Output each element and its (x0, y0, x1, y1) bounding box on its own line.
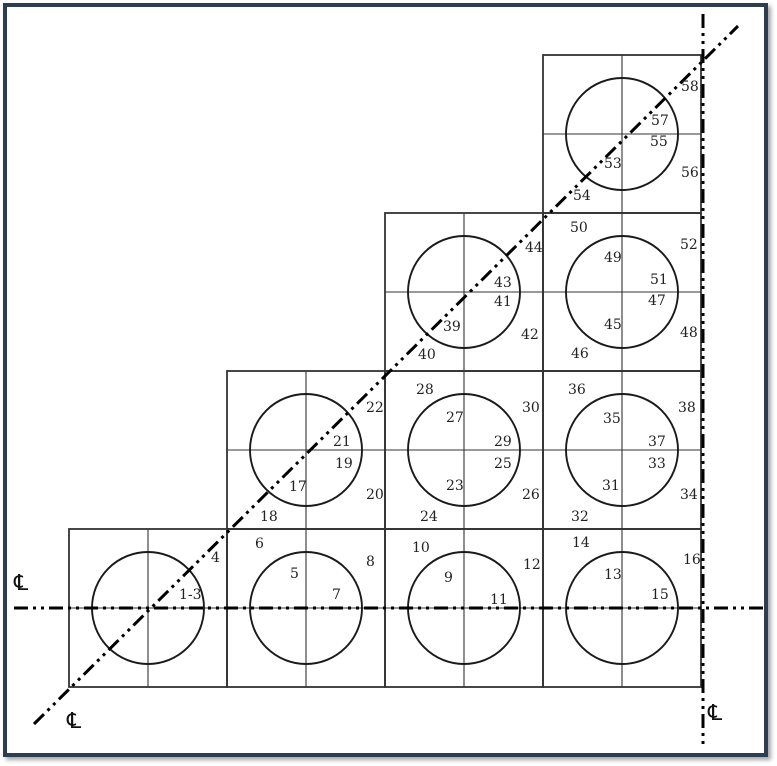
region-label: 57 (651, 113, 669, 129)
region-label: 28 (416, 382, 434, 398)
region-label: 42 (521, 327, 539, 343)
pin-cell (384, 370, 544, 530)
region-label: 56 (681, 165, 699, 181)
region-label: 6 (255, 536, 264, 552)
region-label: 32 (571, 509, 589, 525)
fuel-pin-circle (565, 235, 679, 349)
region-labels: 1-34567891011121314151617181920212223242… (179, 79, 701, 608)
region-label: 34 (680, 487, 698, 503)
region-label: 53 (604, 156, 622, 172)
cell-grid (68, 54, 702, 688)
region-label: 46 (571, 346, 589, 362)
diagonal-symmetry-line (32, 24, 740, 726)
fuel-pin-circle (407, 235, 521, 349)
region-label: 54 (573, 188, 591, 204)
region-label: 24 (420, 509, 438, 525)
region-label: 27 (446, 410, 464, 426)
region-label: 38 (678, 400, 696, 416)
region-label: 35 (603, 411, 621, 427)
region-label: 12 (523, 557, 541, 573)
region-label: 33 (648, 456, 666, 472)
centerline-symbol-diagonal: ℄ (66, 709, 82, 734)
region-label: 50 (570, 220, 588, 236)
region-label: 19 (335, 456, 353, 472)
fuel-pin-circle (249, 551, 363, 665)
region-label: 5 (290, 566, 299, 582)
region-label: 52 (680, 237, 698, 253)
region-label: 58 (681, 79, 699, 95)
region-label: 41 (494, 294, 512, 310)
region-label: 17 (289, 479, 307, 495)
pin-cell (542, 212, 702, 372)
centerline-symbol-vertical: ℄ (707, 701, 723, 726)
region-label: 10 (412, 540, 430, 556)
centerline-symbol-horizontal: ℄ (13, 571, 29, 596)
region-label: 36 (568, 382, 586, 398)
region-label: 48 (680, 325, 698, 341)
region-label: 13 (604, 567, 622, 583)
pin-cell (226, 370, 386, 530)
region-label: 39 (443, 319, 461, 335)
region-label: 18 (260, 509, 278, 525)
region-label: 23 (446, 478, 464, 494)
region-label: 49 (604, 250, 622, 266)
region-label: 30 (522, 400, 540, 416)
region-label: 20 (366, 487, 384, 503)
fuel-pin-circle (565, 393, 679, 507)
centerline-axes (14, 14, 765, 745)
region-label: 55 (650, 134, 668, 150)
region-label: 8 (366, 554, 375, 570)
region-label: 16 (683, 552, 701, 568)
region-label: 11 (490, 592, 508, 608)
region-label: 31 (602, 478, 620, 494)
region-label: 4 (211, 550, 220, 566)
region-label: 45 (604, 317, 622, 333)
region-label: 29 (494, 434, 512, 450)
region-label: 47 (648, 293, 666, 309)
region-label: 44 (525, 240, 543, 256)
fuel-pin-circle (565, 77, 679, 191)
region-label: 7 (332, 587, 341, 603)
region-label: 25 (494, 456, 512, 472)
region-label: 21 (333, 434, 351, 450)
region-label: 14 (572, 535, 590, 551)
region-label: 51 (650, 272, 668, 288)
fuel-pin-circle (249, 393, 363, 507)
pin-cell (384, 212, 544, 372)
region-label: 9 (444, 570, 453, 586)
region-label: 15 (651, 587, 669, 603)
region-label: 22 (366, 400, 384, 416)
region-label: 26 (522, 487, 540, 503)
region-label: 40 (418, 347, 436, 363)
pin-cell (542, 370, 702, 530)
region-label: 37 (648, 434, 666, 450)
fuel-pin-circle (407, 393, 521, 507)
region-label: 1-3 (179, 587, 202, 603)
pin-cell (542, 54, 702, 214)
region-label: 43 (494, 275, 512, 291)
